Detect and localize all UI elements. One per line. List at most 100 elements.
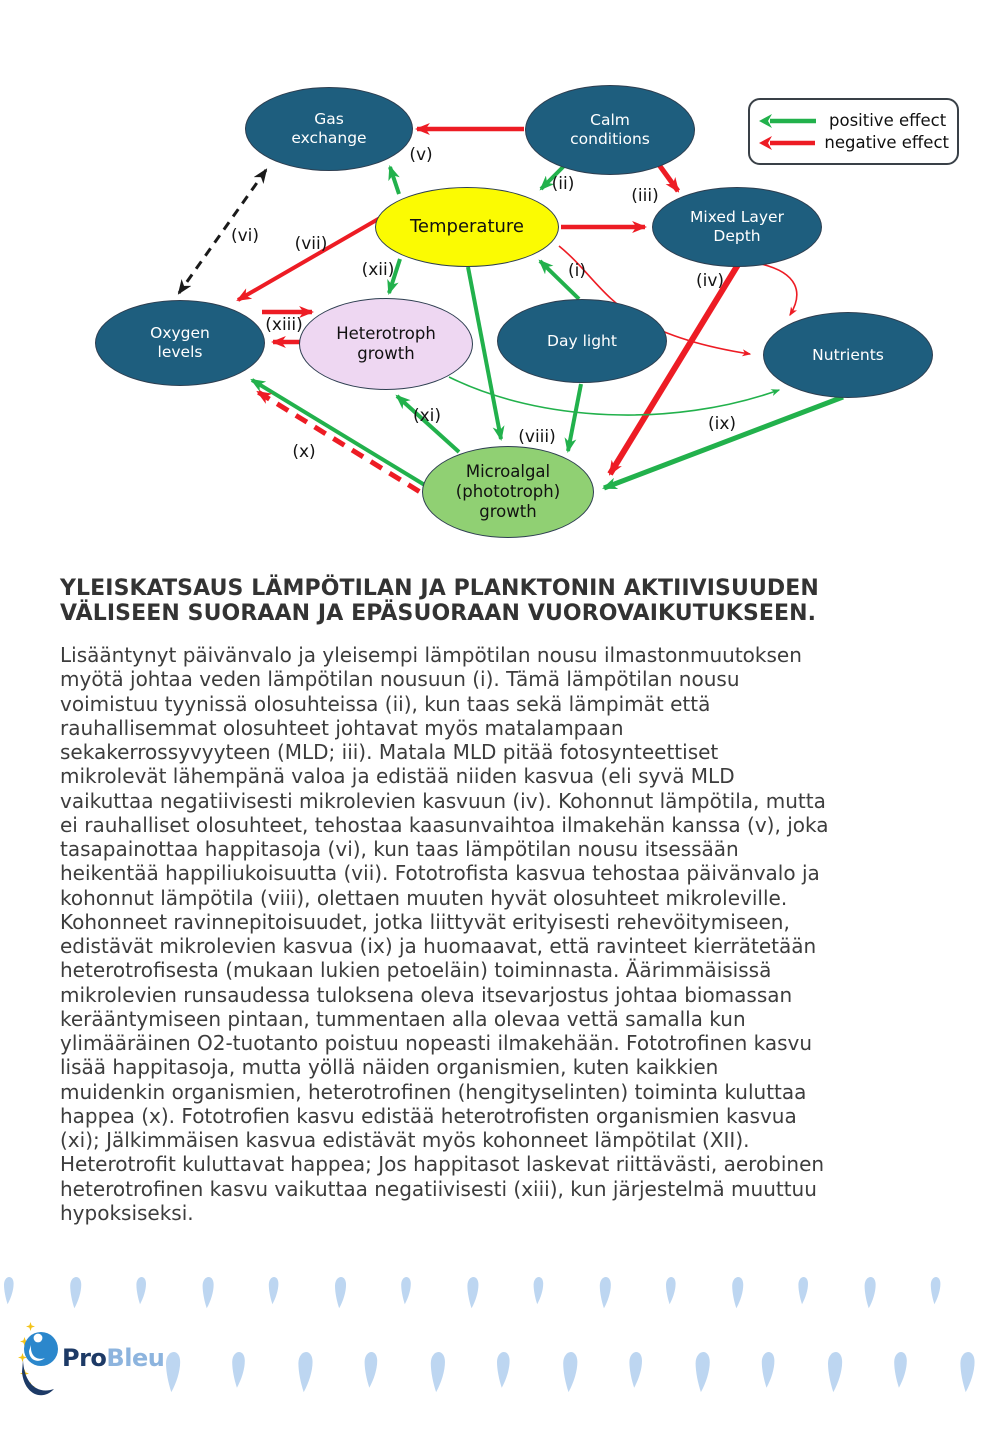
star-icon — [26, 1322, 35, 1331]
body-line: (xi); Jälkimmäisen kasvua edistävät myös… — [60, 1128, 750, 1152]
edge-label-xii: (xii) — [361, 260, 395, 280]
edge-label-i: (i) — [568, 261, 586, 281]
node-label: Temperature — [409, 216, 525, 238]
raindrop-icon — [136, 1277, 146, 1305]
legend-row-positive: positive effect — [758, 111, 949, 130]
node-temperature: Temperature — [375, 187, 559, 267]
heading-line: VÄLISEEN SUORAAN JA EPÄSUORAAN VUOROVAIK… — [60, 601, 817, 626]
body-line: myötä johtaa veden lämpötilan nousuun (i… — [60, 667, 740, 692]
arrow-iii — [654, 160, 681, 193]
edge-label-vii: (vii) — [294, 234, 328, 254]
star-icon — [18, 1353, 27, 1362]
raindrop-icon — [695, 1352, 710, 1393]
edge-label-vi: (vi) — [230, 226, 260, 246]
raindrop-icon — [563, 1352, 578, 1393]
node-label: Microalgal — [465, 461, 551, 481]
body-line: happea (x). Fototrofien kasvu edistää he… — [60, 1103, 797, 1128]
star-icon — [20, 1337, 29, 1346]
probleu-emblem-icon — [18, 1322, 58, 1396]
node-label: Heterotroph — [336, 323, 436, 343]
body-line: Kohonneet ravinnepitoisuudet, jotka liit… — [60, 909, 790, 934]
legend-positive-label: positive effect — [829, 111, 947, 130]
raindrop-icon — [268, 1277, 279, 1305]
raindrop-icon — [298, 1352, 313, 1393]
raindrop-icon — [335, 1277, 347, 1309]
positive-arrow-icon — [759, 113, 816, 128]
raindrop-icon — [467, 1277, 479, 1309]
body-line: voimistuu tyynissä olosuhteissa (ii), ku… — [60, 691, 711, 716]
node-label: growth — [479, 502, 537, 522]
edge-label-ix: (ix) — [707, 414, 737, 434]
article-body: Lisääntynyt päivänvalo ja yleisempi lämp… — [60, 643, 965, 1225]
body-line: mikrolevien runsaudessa tuloksena oleva … — [60, 982, 793, 1007]
raindrop-icon — [798, 1277, 808, 1305]
raindrop-icon — [761, 1352, 775, 1388]
node-label: Calm — [590, 111, 630, 130]
raindrop-pattern — [4, 1277, 975, 1393]
raindrop-icon — [960, 1352, 975, 1393]
body-line: tasapainottaa happitasoja (vi), kun taas… — [60, 837, 739, 861]
node-label: (phototroph) — [455, 481, 561, 501]
arrow-ix — [602, 394, 844, 491]
arrow-viii-temp — [466, 266, 505, 442]
logo-text-bleu: Bleu — [106, 1344, 165, 1372]
node-day-light: Day light — [497, 299, 667, 383]
arrow-het-nutrients — [448, 376, 781, 416]
raindrop-icon — [828, 1352, 843, 1393]
arrow-xi — [395, 394, 461, 454]
raindrop-icon — [666, 1277, 676, 1305]
body-line: heterotrofisesta (mukaan lukien petoeläi… — [60, 958, 772, 983]
arrow-x — [256, 389, 440, 506]
body-line: heikentää happiliukoisuutta (vii). Fotot… — [60, 861, 820, 886]
legend-negative-label: negative effect — [824, 133, 949, 152]
body-line: kerääntymiseen pintaan, tummentaen alla … — [60, 1006, 746, 1031]
body-line: rauhallisemmat olosuhteet johtavat myös … — [60, 715, 624, 740]
body-line: muidenkin organismien, heterotrofinen (h… — [60, 1079, 807, 1104]
article: YLEISKATSAUS LÄMPÖTILAN JA PLANKTONIN AK… — [60, 576, 965, 1225]
legend: positive effect negative effect — [748, 98, 959, 165]
arrow-iv — [607, 261, 742, 476]
body-line: Lisääntynyt päivänvalo ja yleisempi lämp… — [60, 643, 802, 667]
body-line: lisää happitasoja, mutta yöllä näiden or… — [60, 1055, 719, 1080]
body-line: Heterotrofit kuluttavat happea; Jos happ… — [60, 1152, 825, 1177]
raindrop-icon — [894, 1352, 907, 1388]
raindrop-icon — [166, 1352, 181, 1393]
node-label: levels — [157, 343, 203, 361]
negative-arrow-icon — [759, 135, 816, 150]
edge-label-v: (v) — [409, 145, 433, 165]
body-line: sekakerrossyvyyteen (MLD; iii). Matala M… — [60, 740, 719, 764]
footer: ProBleu — [0, 1260, 1000, 1444]
edge-label-iv: (iv) — [695, 271, 725, 291]
raindrop-icon — [232, 1352, 245, 1388]
legend-row-negative: negative effect — [758, 133, 949, 152]
node-nutrients: Nutrients — [763, 312, 933, 398]
raindrop-icon — [497, 1352, 510, 1388]
logo-text: ProBleu — [62, 1344, 165, 1372]
body-line: vaikuttaa negatiivisesti mikrolevien kas… — [60, 788, 826, 813]
probleu-logo: ProBleu — [16, 1318, 246, 1408]
node-microalgal-growth: Microalgal(phototroph)growth — [422, 446, 594, 538]
node-label: Gas — [314, 110, 344, 129]
raindrop-icon — [364, 1352, 378, 1388]
arrow-viii-day — [564, 383, 583, 454]
diagram-arrows — [177, 123, 844, 506]
raindrop-icon — [202, 1277, 214, 1309]
raindrop-icon — [732, 1277, 744, 1309]
node-label: conditions — [570, 130, 650, 148]
arrow-xii — [387, 258, 402, 295]
heading-line: YLEISKATSAUS LÄMPÖTILAN JA PLANKTONIN AK… — [60, 576, 819, 601]
node-label: Depth — [713, 227, 761, 245]
body-line: ei rauhalliset olosuhteet, tehostaa kaas… — [60, 812, 829, 837]
body-line: heterotrofinen kasvu vaikuttaa negatiivi… — [60, 1176, 817, 1201]
edge-label-ii: (ii) — [551, 174, 575, 194]
edge-label-iii: (iii) — [631, 186, 659, 206]
article-heading: YLEISKATSAUS LÄMPÖTILAN JA PLANKTONIN AK… — [60, 576, 965, 626]
raindrop-icon — [864, 1277, 876, 1309]
arrow-mld-nutrients — [756, 262, 798, 317]
raindrop-icon — [533, 1277, 544, 1305]
